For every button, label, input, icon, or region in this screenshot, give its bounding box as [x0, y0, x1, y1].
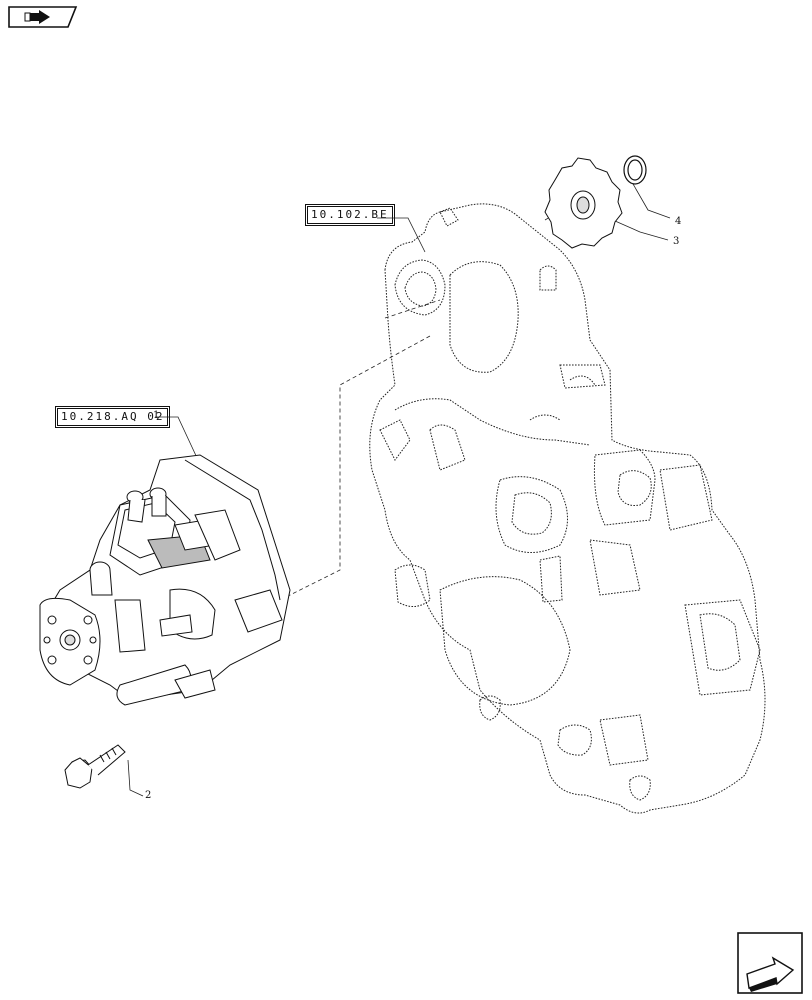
- callout-4: 4: [675, 216, 682, 227]
- injection-pump: [39, 454, 291, 706]
- next-page-button[interactable]: [735, 930, 805, 996]
- alignment-dash-lines: [279, 204, 571, 601]
- front-gear-cover: [369, 203, 766, 814]
- next-page-arrow-icon: [737, 932, 803, 994]
- callout-3: 3: [673, 236, 680, 247]
- callout-2: 2: [145, 790, 152, 801]
- callout-1: 1: [153, 410, 160, 421]
- idler-gear: [544, 157, 623, 249]
- front-cover-reference[interactable]: 10.102.BE: [305, 204, 395, 226]
- previous-page-arrow-icon: [8, 6, 78, 28]
- injection-pump-reference[interactable]: 10.218.AQ 02: [54, 406, 171, 428]
- snap-ring: [623, 155, 647, 185]
- previous-page-button[interactable]: [6, 4, 78, 30]
- flange-bolt: [64, 744, 126, 789]
